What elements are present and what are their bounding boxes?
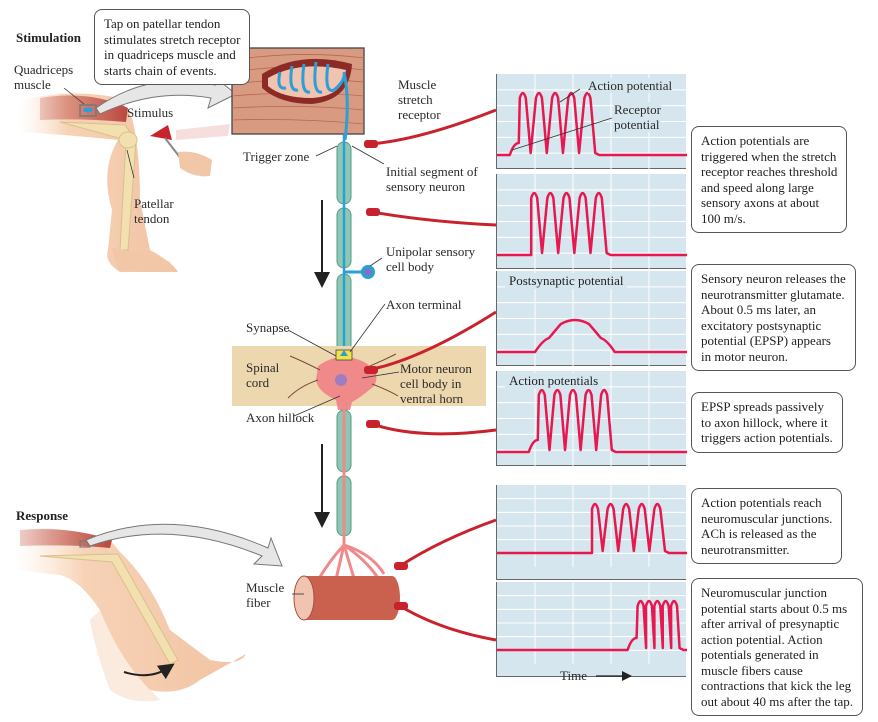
label-synapse: Synapse: [246, 320, 290, 335]
trace-waveform: [497, 388, 687, 454]
label-muscle-stretch-receptor: Muscle stretch receptor: [398, 77, 441, 122]
stimulation-heading: Stimulation: [16, 30, 82, 45]
label-quadriceps: Quadriceps muscle: [14, 62, 74, 92]
leg-response: [15, 528, 246, 702]
callout-epsp: EPSP spreads passively to axon hillock, …: [691, 392, 843, 453]
label-muscle-fiber: Muscle fiber: [246, 580, 285, 610]
trace-waveform: [497, 599, 687, 652]
trace-waveform: [497, 318, 687, 354]
annot-action-potential: Action potential: [588, 78, 673, 93]
trace-6: [496, 582, 687, 677]
label-spinal-cord: Spinal cord: [246, 360, 280, 390]
callout-action-potentials: Action potentials are triggered when the…: [691, 126, 848, 233]
stretch-receptor-inset: [231, 47, 365, 141]
leg-stimulation: [20, 93, 230, 272]
trace-3: Postsynaptic potential: [496, 271, 687, 366]
label-trigger-zone: Trigger zone: [243, 149, 310, 164]
annot-receptor-potential: Receptor potential: [614, 102, 661, 132]
label-motor-neuron: Motor neuron cell body in ventral horn: [400, 361, 472, 406]
trace-4: Action potentials: [496, 371, 687, 466]
callout-tap: Tap on patellar tendon stimulates stretc…: [94, 9, 251, 85]
trace-title: Action potentials: [505, 373, 603, 389]
trace-2: [496, 174, 687, 269]
time-axis-label: Time: [560, 668, 587, 683]
label-axon-hillock: Axon hillock: [246, 410, 315, 425]
response-heading: Response: [16, 508, 69, 523]
label-initial-segment: Initial segment of sensory neuron: [386, 164, 478, 194]
label-unipolar-cell-body: Unipolar sensory cell body: [386, 244, 476, 274]
trace-title: Postsynaptic potential: [505, 273, 628, 289]
trace-5: [496, 485, 687, 580]
sensory-neuron: [336, 134, 375, 355]
callout-glutamate: Sensory neuron releases the neurotransmi…: [691, 264, 856, 371]
trace-waveform: [497, 91, 687, 157]
electrodes: [367, 108, 497, 642]
response-arrow: [85, 523, 283, 567]
callout-neuromuscular: Action potentials reach neuromuscular ju…: [691, 488, 843, 564]
muscle-fiber: [293, 575, 400, 621]
trace-waveform: [497, 502, 687, 555]
label-patellar-tendon: Patellar tendon: [134, 196, 174, 226]
label-axon-terminal: Axon terminal: [386, 297, 462, 312]
trace-waveform: [497, 191, 687, 257]
callout-junction-potential: Neuromuscular junction potential starts …: [691, 578, 863, 716]
label-stimulus: Stimulus: [127, 105, 174, 120]
